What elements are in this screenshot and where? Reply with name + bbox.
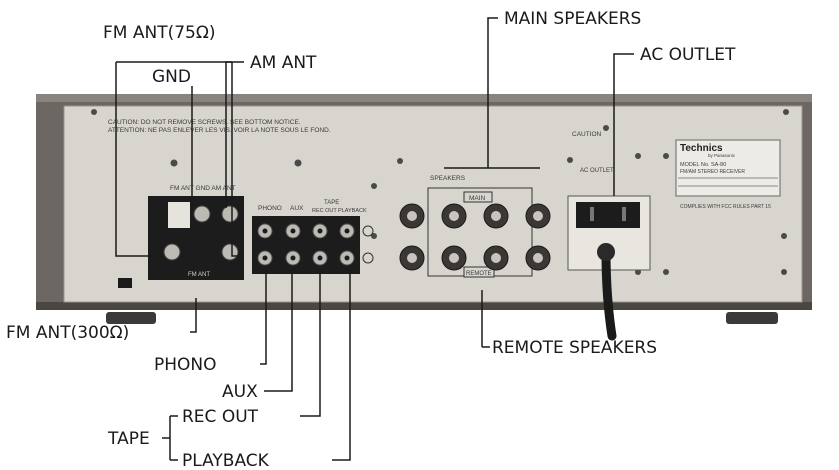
remote-badge: REMOTE	[466, 271, 492, 277]
ac-outlet-leader	[613, 53, 634, 196]
antenna-terminal-block: FM ANT GND AM ANT FM ANT	[148, 185, 244, 280]
foot-left	[106, 312, 156, 324]
rec-out-panel-label: REC OUT	[312, 208, 337, 214]
playback-leader	[332, 270, 351, 461]
ac-outlet-block: CAUTION AC OUTLET	[567, 131, 651, 341]
fm75-leader-left	[115, 62, 164, 257]
callout-remote-speakers: REMOTE SPEAKERS	[492, 338, 657, 358]
phono-panel-label: PHONO	[258, 205, 282, 212]
panel-screws	[91, 109, 789, 275]
tape-bracket	[162, 415, 178, 461]
ac-socket	[576, 202, 640, 228]
fcc-complies: COMPLIES WITH FCC RULES PART 15	[680, 204, 771, 210]
side-tab	[118, 278, 132, 288]
phono-leader	[260, 270, 267, 365]
am-ant-leader	[225, 61, 244, 208]
input-jack-block: PHONO AUX TAPE REC OUT PLAYBACK	[252, 200, 374, 274]
model-sub: FM/AM STEREO RECEIVER	[680, 169, 745, 175]
gnd-terminal	[193, 205, 211, 223]
fm-300-terminal-2	[221, 243, 239, 261]
tape-panel-label: TAPE	[324, 200, 339, 206]
cord-strain-relief	[597, 243, 615, 261]
callout-ac-outlet: AC OUTLET	[640, 45, 736, 65]
fm-75-terminal	[168, 202, 190, 228]
callout-am-ant: AM ANT	[250, 53, 317, 73]
caution-power-label: CAUTION	[572, 131, 602, 138]
am-ant-terminal	[221, 205, 239, 223]
callout-fm-ant-75: FM ANT(75Ω)	[103, 23, 215, 43]
fm300-leader	[190, 298, 197, 333]
playback-panel-label: PLAYBACK	[338, 208, 367, 214]
callout-gnd: GND	[152, 67, 191, 87]
caution-text-1: CAUTION: DO NOT REMOVE SCREWS. SEE BOTTO…	[108, 119, 301, 126]
antenna-bottom-label: FM ANT	[188, 272, 210, 278]
main-badge-box	[463, 191, 493, 203]
aux-leader	[264, 270, 293, 392]
ac-outlet-panel-label: AC OUTLET	[580, 168, 614, 174]
model-number: MODEL No. SA-80	[680, 162, 726, 168]
remote-badge-box	[463, 266, 495, 278]
callout-phono: PHONO	[154, 355, 217, 375]
antenna-label: FM ANT GND AM ANT	[170, 185, 236, 192]
brand-name: Technics	[680, 143, 723, 154]
callout-playback: PLAYBACK	[182, 451, 270, 470]
foot-right	[726, 312, 778, 324]
aux-panel-label: AUX	[290, 205, 304, 212]
main-badge: MAIN	[469, 195, 486, 202]
callout-tape: TAPE	[107, 429, 150, 449]
model-label: Technics by Panasonic MODEL No. SA-80 FM…	[675, 139, 781, 210]
fm75-leader-right	[231, 62, 238, 257]
speaker-terminal-block: SPEAKERS MAIN REMOTE	[399, 175, 551, 278]
brand-sub: by Panasonic	[708, 153, 736, 158]
fm-300-terminal-1	[163, 243, 181, 261]
callout-aux: AUX	[222, 382, 258, 402]
callout-lines	[115, 17, 634, 461]
callout-rec-out: REC OUT	[182, 407, 259, 427]
model-label-box	[675, 139, 781, 197]
speakers-panel-label: SPEAKERS	[430, 175, 466, 182]
caution-text-2: ATTENTION: NE PAS ENLEVER LES VIS. VOIR …	[108, 127, 331, 134]
rec-out-leader	[300, 270, 321, 417]
main-speakers-leader	[444, 17, 540, 169]
callout-fm-ant-300: FM ANT(300Ω)	[6, 323, 129, 343]
callout-main-speakers: MAIN SPEAKERS	[504, 9, 641, 29]
